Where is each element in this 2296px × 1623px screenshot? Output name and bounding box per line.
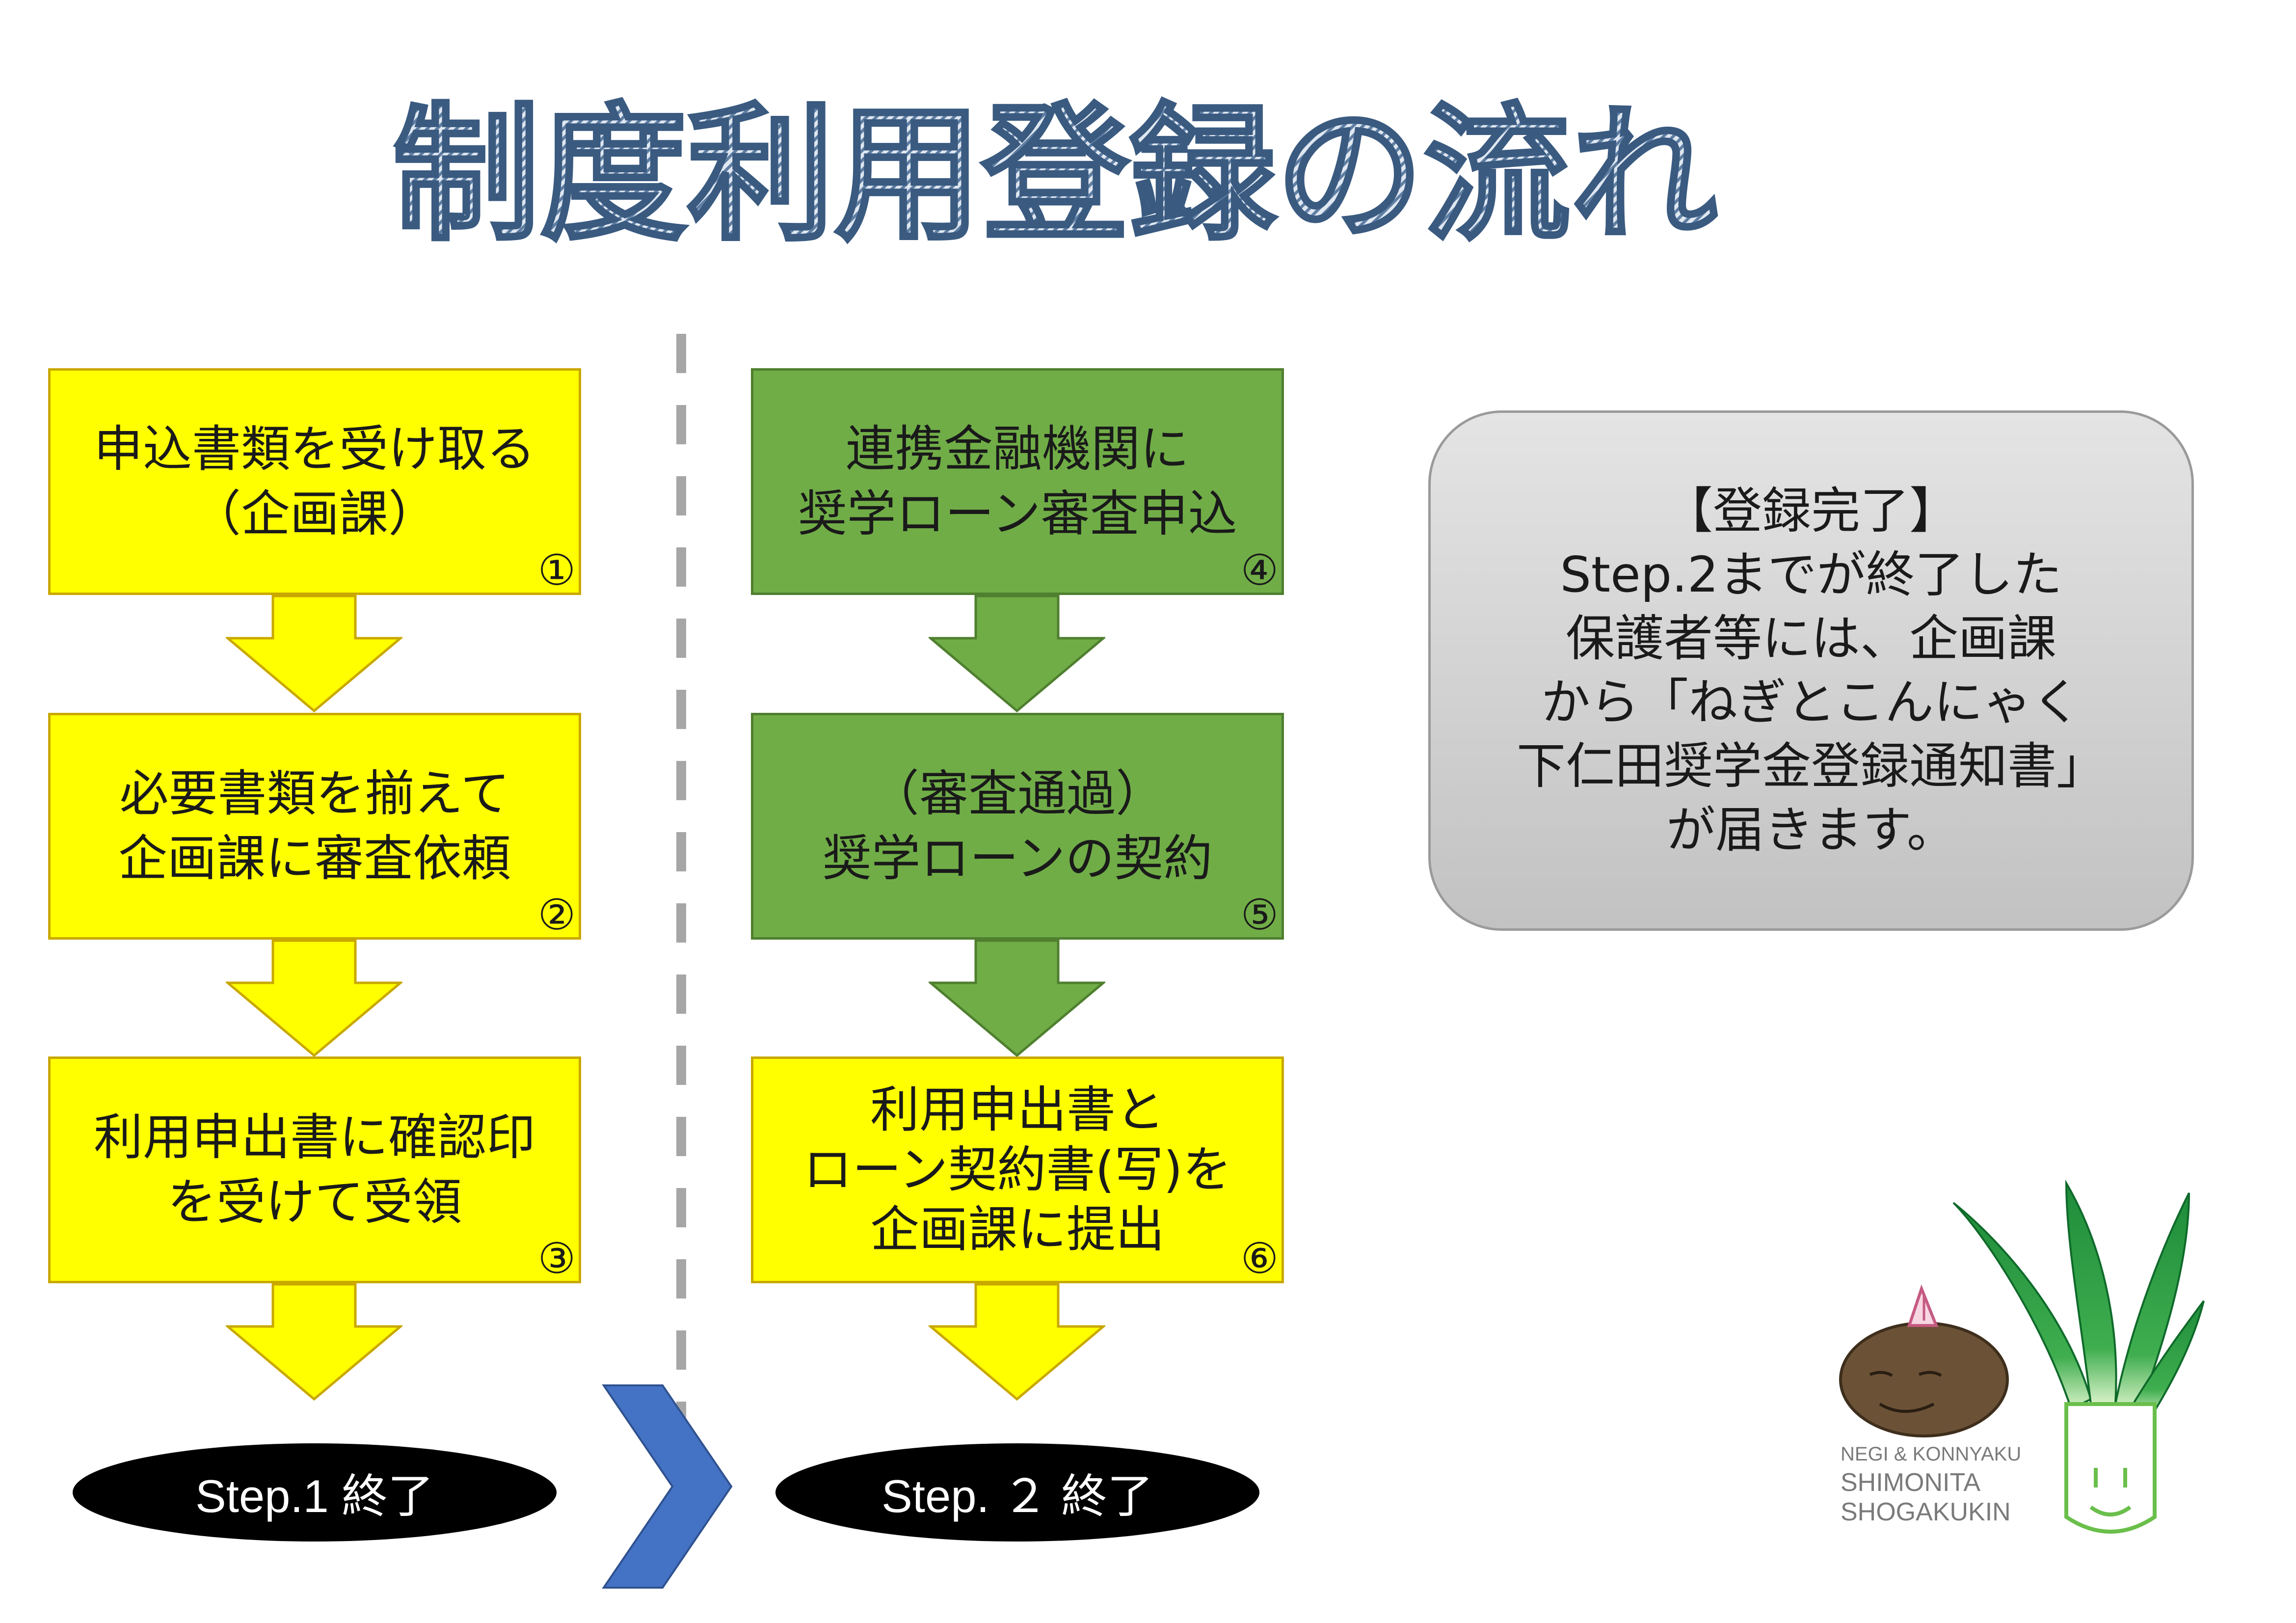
page-title-text: 制度利用登録の流れ xyxy=(393,89,1718,261)
box-text-line: 利用申出書に確認印 xyxy=(94,1109,535,1166)
box-text-line: （審査通過） xyxy=(870,765,1165,822)
logo-line-1: NEGI & KONNYAKU xyxy=(1841,1443,2022,1465)
chevron-right-icon xyxy=(602,1384,733,1589)
step2-box-6: 利用申出書と ローン契約書(写)を 企画課に提出 ⑥ xyxy=(751,1056,1284,1283)
column-divider xyxy=(676,334,686,1522)
logo-line-3: SHOGAKUKIN xyxy=(1841,1498,2011,1526)
step2-box-5: （審査通過） 奨学ローンの契約 ⑤ xyxy=(751,713,1284,940)
down-arrow-icon xyxy=(929,1283,1105,1401)
logo-line-2: SHIMONITA xyxy=(1841,1468,1981,1497)
step-number-badge: ① xyxy=(537,546,576,595)
down-arrow-icon xyxy=(226,940,402,1057)
note-line: が届きます。 xyxy=(1666,801,1956,859)
step-number-badge: ③ xyxy=(537,1234,576,1283)
note-line: 【登録完了】 xyxy=(1664,482,1958,540)
box-text-line: 企画課に審査依頼 xyxy=(118,830,511,887)
note-line: から「ねぎとこんにゃく xyxy=(1541,674,2081,731)
box-text-line: （企画課） xyxy=(192,485,437,542)
down-arrow-icon xyxy=(226,595,402,713)
step1-box-1: 申込書類を受け取る （企画課） ① xyxy=(48,368,581,595)
step1-end-label: Step.1 終了 xyxy=(73,1443,557,1542)
completion-note: 【登録完了】 Step.2までが終了した 保護者等には、企画課 から「ねぎとこん… xyxy=(1428,410,2194,931)
box-text-line: 奨学ローン審査申込 xyxy=(798,485,1237,542)
mascot-logo-icon xyxy=(1839,1179,2205,1534)
step-number-badge: ⑤ xyxy=(1240,891,1279,940)
box-text-line: 奨学ローンの契約 xyxy=(822,830,1213,887)
note-line: 保護者等には、企画課 xyxy=(1566,610,2056,667)
down-arrow-icon xyxy=(226,1283,402,1401)
step-number-badge: ④ xyxy=(1240,546,1279,595)
box-text-line: ローン契約書(写)を xyxy=(803,1141,1232,1198)
box-text-line: 必要書類を揃えて xyxy=(119,765,510,822)
note-line: 下仁田奨学金登録通知書」 xyxy=(1517,737,2106,795)
step1-box-3: 利用申出書に確認印 を受けて受領 ③ xyxy=(48,1056,581,1283)
box-text-line: 申込書類を受け取る xyxy=(94,420,535,478)
box-text-line: 利用申出書と xyxy=(870,1081,1165,1138)
step-number-badge: ⑥ xyxy=(1240,1234,1279,1283)
box-text-line: を受けて受領 xyxy=(167,1173,462,1231)
step-number-badge: ② xyxy=(537,891,576,940)
box-text-line: 連携金融機関に xyxy=(846,420,1189,478)
step1-box-2: 必要書類を揃えて 企画課に審査依頼 ② xyxy=(48,713,581,940)
step2-end-label: Step. ２ 終了 xyxy=(775,1443,1259,1542)
box-text-line: 企画課に提出 xyxy=(870,1201,1165,1258)
page-title: 制度利用登録の流れ xyxy=(391,88,1719,262)
down-arrow-icon xyxy=(929,940,1105,1057)
step2-box-4: 連携金融機関に 奨学ローン審査申込 ④ xyxy=(751,368,1284,595)
down-arrow-icon xyxy=(929,595,1105,713)
note-line: Step.2までが終了した xyxy=(1560,546,2062,603)
